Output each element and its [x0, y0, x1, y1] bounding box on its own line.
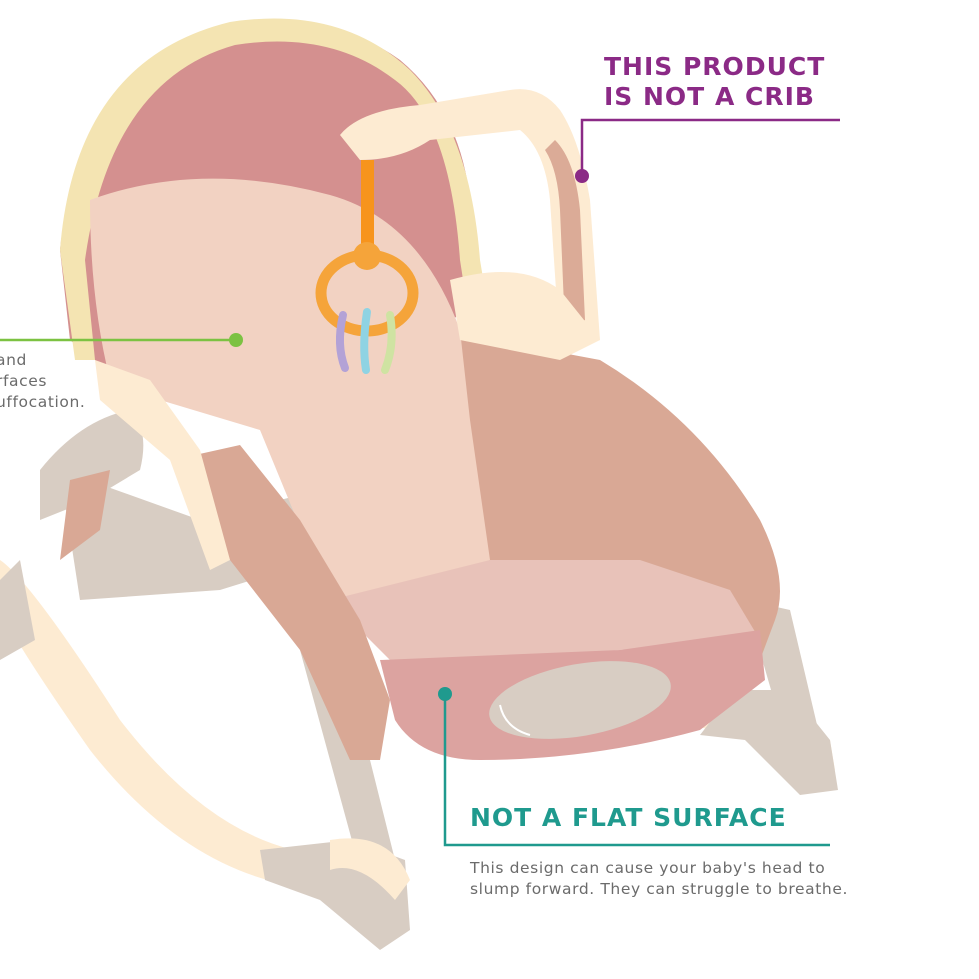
soft-surfaces-text: and rfaces uffocation. — [0, 350, 156, 413]
soft-text-line3: uffocation. — [0, 393, 86, 411]
soft-text-line2: rfaces — [0, 372, 48, 390]
soft-text-line1: and — [0, 351, 27, 369]
crib-heading-line2: IS NOT A CRIB — [604, 81, 815, 111]
flat-text-line1: This design can cause your baby's head t… — [470, 859, 826, 877]
crib-heading-line1: THIS PRODUCT — [604, 52, 826, 81]
seat-side-left — [195, 445, 390, 760]
seat-inner — [90, 178, 490, 610]
flat-surface-text: This design can cause your baby's head t… — [470, 858, 890, 900]
toy-bar — [315, 89, 600, 374]
flat-text-line2: slump forward. They can struggle to brea… — [470, 880, 849, 898]
crib-warning-heading: THIS PRODUCT IS NOT A CRIB — [604, 52, 825, 111]
foot-pad — [489, 661, 671, 739]
flat-surface-heading: NOT A FLAT SURFACE — [470, 803, 787, 832]
